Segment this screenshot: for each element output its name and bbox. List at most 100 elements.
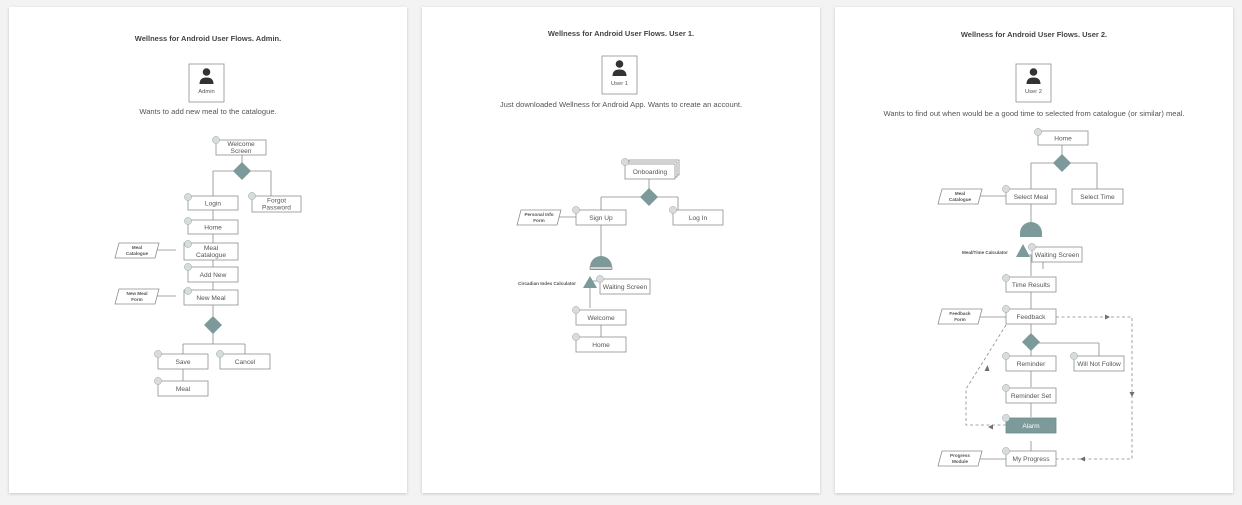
node-select-meal [1005, 188, 1057, 205]
step-badge [184, 193, 192, 201]
decision-login [233, 162, 251, 180]
node-welcome-label-2: Screen [231, 148, 252, 155]
node-add-new-label: Add New [200, 272, 227, 279]
user2-flow-diagram: Wellness for Android User Flows. User 2.… [883, 30, 1185, 467]
node-forgot-label-2: Password [262, 205, 291, 212]
step-badge [596, 275, 604, 283]
node-feedback-label: Feedback [1017, 314, 1047, 321]
step-badge [154, 350, 162, 358]
input-personal-info-label-2: Form [533, 218, 544, 223]
node-will-not-follow [1073, 355, 1125, 372]
node-reminder-label: Reminder [1017, 361, 1046, 368]
step-badge [184, 217, 192, 225]
node-welcome-label: Welcome [587, 315, 615, 322]
node-login-label: Login [205, 201, 221, 208]
flow-description: Wants to add new meal to the catalogue. [139, 107, 276, 116]
node-cancel [219, 353, 271, 370]
decision-reminder [1022, 333, 1040, 351]
step-badge [1002, 274, 1010, 282]
step-badge [572, 306, 580, 314]
node-my-progress-label: My Progress [1012, 456, 1050, 463]
node-my-progress [1005, 450, 1057, 467]
input-meal-catalogue-label-2: Catalogue [949, 197, 972, 202]
dashed-loop-left [965, 324, 1007, 426]
input-personal-info-label: Personal Info [524, 212, 553, 217]
node-reminder-set [1005, 387, 1057, 404]
input-circadian-label: Circadian Index Calculator [518, 281, 576, 286]
node-home-label: Home [204, 225, 222, 232]
merge-node [590, 256, 612, 270]
node-onboarding [624, 163, 676, 180]
step-badge [1002, 447, 1010, 455]
node-time-results [1005, 276, 1057, 293]
node-waiting-label: Waiting Screen [1035, 252, 1080, 259]
input-meal-catalogue-label-2: Catalogue [126, 251, 149, 256]
input-feedback-form [937, 308, 983, 325]
node-welcome-screen [215, 139, 267, 156]
merge-node [1020, 222, 1042, 237]
node-time-results-label: Time Results [1012, 282, 1051, 289]
input-feedback-form-label: Feedback [949, 311, 971, 316]
node-signup [575, 209, 627, 226]
input-personal-info-form [516, 209, 562, 226]
input-meal-catalogue-label: Meal [132, 245, 142, 250]
node-forgot-password [251, 195, 302, 213]
step-badge [184, 263, 192, 271]
node-meal-label: Meal [176, 386, 191, 393]
step-badge [669, 206, 677, 214]
step-badge [212, 136, 220, 144]
node-select-meal-label: Select Meal [1014, 194, 1049, 201]
node-login [672, 209, 724, 226]
panel-admin: Wellness for Android User Flows. Admin. … [9, 7, 407, 493]
node-new-meal [183, 289, 239, 306]
panel-user1: Wellness for Android User Flows. User 1.… [422, 7, 820, 493]
panel-title: Wellness for Android User Flows. User 1. [548, 29, 694, 38]
input-meal-catalogue [937, 188, 983, 205]
decision-select [1053, 154, 1071, 172]
arrow-back [1080, 456, 1085, 462]
input-new-meal-form-label-2: Form [131, 297, 142, 302]
step-badge [1070, 352, 1078, 360]
node-onboarding-label: Onboarding [633, 169, 668, 176]
calculator-triangle [583, 276, 597, 288]
step-badge [1002, 185, 1010, 193]
role-label: User 1 [611, 81, 628, 87]
node-select-time [1071, 188, 1124, 205]
node-new-meal-label: New Meal [196, 295, 226, 302]
node-welcome [575, 309, 627, 326]
node-home [187, 219, 239, 235]
step-badge [1028, 243, 1036, 251]
node-signup-label: Sign Up [589, 215, 613, 222]
panel-user2: Wellness for Android User Flows. User 2.… [835, 7, 1233, 493]
input-calculator-label: Meal/Time Calculator [962, 250, 1008, 255]
merge-bar [589, 266, 613, 270]
step-badge [184, 240, 192, 248]
input-meal-catalogue-label: Meal [955, 191, 965, 196]
node-reminder-set-label: Reminder Set [1011, 393, 1051, 400]
node-reminder [1005, 355, 1057, 372]
step-badge [1002, 352, 1010, 360]
node-waiting-label: Waiting Screen [603, 284, 648, 291]
node-add-new [187, 266, 239, 283]
step-badge [248, 192, 256, 200]
node-catalogue-label-2: Catalogue [196, 252, 226, 259]
step-badge [572, 206, 580, 214]
arrow-down [1129, 392, 1135, 397]
user-icon [199, 68, 214, 84]
input-progress-module [937, 450, 983, 467]
user1-flow-diagram: Wellness for Android User Flows. User 1.… [500, 29, 742, 353]
flow-description: Wants to find out when would be a good t… [883, 109, 1184, 118]
step-badge [1034, 128, 1042, 136]
node-alarm-label: Alarm [1022, 423, 1040, 430]
node-home-label: Home [592, 342, 610, 349]
arrow-left [988, 424, 993, 430]
input-new-meal-form-label: New Meal [127, 291, 148, 296]
node-welcome-label: Welcome [227, 141, 255, 148]
arrow-up [984, 365, 990, 371]
step-badge [154, 377, 162, 385]
flow-description: Just downloaded Wellness for Android App… [500, 100, 742, 109]
arrow-right [1105, 314, 1110, 320]
decision-signup [640, 188, 658, 206]
node-alarm [1005, 417, 1057, 434]
user-icon [1026, 68, 1041, 84]
